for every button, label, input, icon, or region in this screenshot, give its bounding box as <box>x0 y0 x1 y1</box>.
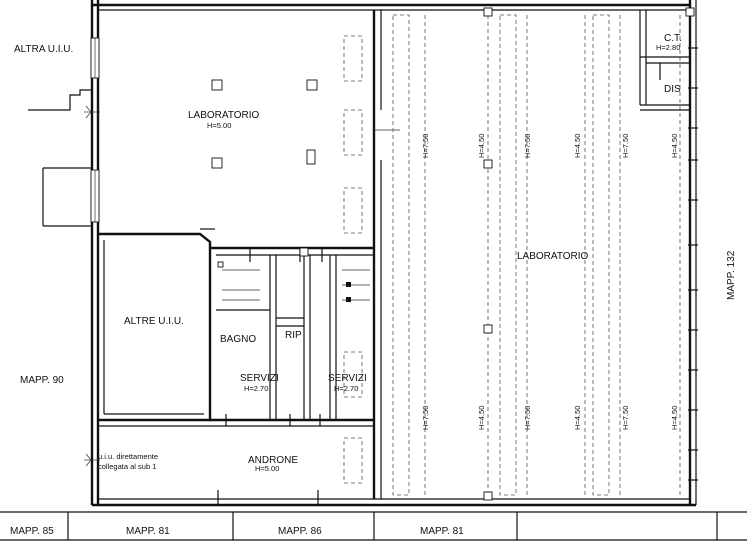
label-altra-uiu: ALTRA U.I.U. <box>14 44 73 55</box>
height-h450-top-2: H=4.50 <box>573 134 582 158</box>
label-height-ct: H=2.80 <box>656 43 680 52</box>
left-lab-dashed <box>343 35 363 484</box>
label-height-laboratorio-left: H=5.00 <box>207 121 231 130</box>
label-dis: DIS <box>664 84 681 95</box>
height-h450-top-1: H=4.50 <box>477 134 486 158</box>
label-uiu-note-line1: u.i.u. direttamente <box>98 452 158 461</box>
label-bagno: BAGNO <box>220 334 256 345</box>
interior-walls <box>98 10 400 505</box>
label-servizi-2: SERVIZI <box>328 373 367 384</box>
label-mapp-85: MAPP. 85 <box>10 526 54 537</box>
height-h750-bottom-2: H=7.50 <box>523 406 532 430</box>
label-mapp-90: MAPP. 90 <box>20 375 64 386</box>
label-altre-uiu: ALTRE U.I.U. <box>124 316 184 327</box>
label-height-androne: H=5.00 <box>255 464 279 473</box>
label-rip: RIP <box>285 330 302 341</box>
label-mapp-81-b: MAPP. 81 <box>420 526 464 537</box>
label-height-servizi-1: H=2.70 <box>244 384 268 393</box>
right-lab-structure <box>392 7 698 501</box>
label-androne: ANDRONE <box>248 455 298 466</box>
height-h450-bottom-3: H=4.50 <box>670 406 679 430</box>
label-height-servizi-2: H=2.70 <box>334 384 358 393</box>
height-h750-top-2: H=7.50 <box>523 134 532 158</box>
label-ct: C.T. <box>664 33 682 44</box>
label-mapp-132: MAPP. 132 <box>726 250 737 300</box>
label-uiu-note-line2: collegata al sub 1 <box>98 462 156 471</box>
left-neighbour-outline <box>28 37 100 467</box>
height-h450-bottom-1: H=4.50 <box>477 406 486 430</box>
height-h750-top-3: H=7.50 <box>621 134 630 158</box>
label-laboratorio-left: LABORATORIO <box>188 110 260 121</box>
height-h750-top-1: H=7.50 <box>421 134 430 158</box>
label-servizi-1: SERVIZI <box>240 373 279 384</box>
height-h450-bottom-2: H=4.50 <box>573 406 582 430</box>
left-lab-pillars <box>211 79 318 257</box>
label-laboratorio-right: LABORATORIO <box>517 251 589 262</box>
label-mapp-86: MAPP. 86 <box>278 526 322 537</box>
height-h750-bottom-3: H=7.50 <box>621 406 630 430</box>
label-mapp-81-a: MAPP. 81 <box>126 526 170 537</box>
height-h750-bottom-1: H=7.50 <box>421 406 430 430</box>
height-h450-top-3: H=4.50 <box>670 134 679 158</box>
